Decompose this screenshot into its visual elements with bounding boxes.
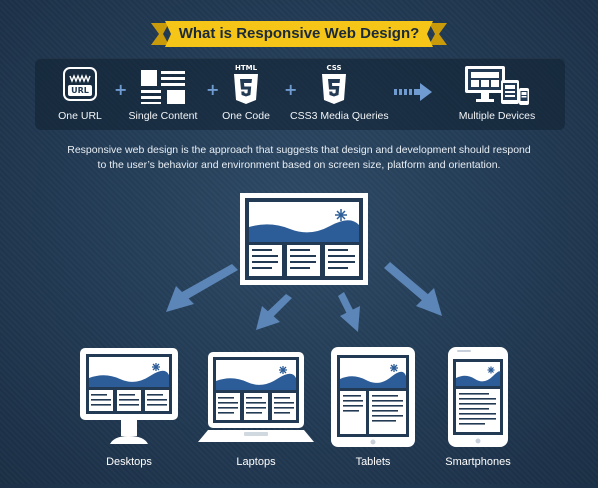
label-css3-media-queries: CSS3 Media Queries [290,110,389,122]
laptop-icon [198,352,314,446]
css3-label: CSS [326,64,342,72]
label-one-url: One URL [58,110,102,122]
description-line-1: Responsive web design is the approach th… [67,144,531,156]
label-single-content: Single Content [128,110,198,122]
arrow-smartphone-icon [384,262,442,316]
label-tablets: Tablets [355,456,391,468]
content-icon [141,70,185,104]
arrow-tablet-icon [338,292,360,332]
label-multiple-devices: Multiple Devices [458,110,536,122]
arrow-right-icon [394,82,434,102]
label-desktops: Desktops [106,456,152,468]
tablet-icon [331,347,415,447]
web-layout-icon [240,193,368,285]
description-line-2: to the user’s behavior and environment b… [97,159,501,171]
multiple-devices-icon [465,66,529,106]
ribbon-shape [151,21,447,47]
html5-label: HTML [234,64,258,72]
label-laptops: Laptops [236,456,276,468]
title-ribbon: What is Responsive Web Design? [151,20,447,48]
page-title: What is Responsive Web Design? [178,25,420,42]
url-badge: URL [71,86,89,95]
html5-icon: HTML [231,64,261,106]
description: Responsive web design is the approach th… [40,143,558,173]
label-one-code: One Code [222,110,270,122]
css3-icon: CSS [319,64,349,106]
plus-sign: + [114,80,128,99]
arrow-laptop-icon [256,294,292,330]
url-icon: URL [63,67,97,101]
plus-sign: + [284,80,298,99]
plus-sign: + [206,80,220,99]
arrow-desktop-icon [166,264,238,312]
desktop-icon [80,348,178,444]
label-smartphones: Smartphones [445,456,511,468]
smartphone-icon [448,347,508,447]
